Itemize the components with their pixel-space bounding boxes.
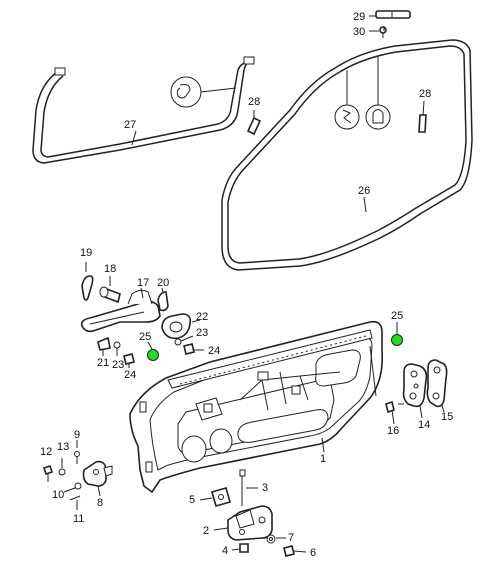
part-23-washer-left bbox=[113, 341, 121, 356]
callout-c2: 2 bbox=[203, 525, 209, 537]
callout-c28b: 28 bbox=[419, 88, 431, 100]
part-19-lock-key bbox=[81, 262, 94, 301]
callout-c16: 16 bbox=[387, 425, 399, 437]
part-18-lock-cylinder bbox=[99, 276, 121, 304]
callout-c6: 6 bbox=[310, 547, 316, 559]
callout-c8: 8 bbox=[97, 497, 103, 509]
part-25-plug-right-highlighted bbox=[391, 322, 403, 346]
part-9-pin bbox=[74, 440, 80, 464]
callout-c23b: 23 bbox=[196, 327, 208, 339]
callout-c4: 4 bbox=[222, 545, 228, 557]
part-30-screw bbox=[379, 26, 387, 38]
callout-c27: 27 bbox=[124, 119, 136, 131]
part-27-door-seal bbox=[32, 56, 255, 164]
callout-c25a: 25 bbox=[139, 331, 151, 343]
seal-cross-section-detail-27 bbox=[170, 76, 237, 108]
part-8-door-check bbox=[82, 460, 113, 497]
callout-c30: 30 bbox=[353, 26, 365, 38]
part-22-handle-gasket bbox=[161, 313, 201, 340]
part-23-washer-right bbox=[174, 335, 194, 346]
callout-c14: 14 bbox=[418, 419, 430, 431]
callout-c28a: 28 bbox=[248, 96, 260, 108]
part-4-nut bbox=[231, 543, 249, 553]
callout-c18: 18 bbox=[104, 263, 116, 275]
seal-cross-section-detail-26b bbox=[365, 56, 391, 130]
part-3-hinge-pin bbox=[239, 469, 258, 506]
part-10-washer bbox=[63, 482, 82, 493]
part-2-door-hinge bbox=[213, 505, 273, 541]
callout-c5: 5 bbox=[189, 494, 195, 506]
callout-c23a: 23 bbox=[112, 359, 124, 371]
part-17-door-handle bbox=[80, 287, 161, 333]
callout-c3: 3 bbox=[262, 482, 268, 494]
callout-c12: 12 bbox=[40, 446, 52, 458]
callout-c17: 17 bbox=[137, 277, 149, 289]
part-14-striker-plate bbox=[402, 363, 428, 419]
callout-c9: 9 bbox=[74, 429, 80, 441]
seal-cross-section-detail-26a bbox=[334, 70, 360, 130]
part-16-screw bbox=[385, 400, 404, 425]
part-5-hinge-plate bbox=[199, 487, 231, 507]
part-28-clip-right bbox=[418, 100, 427, 133]
part-24-nut-left bbox=[123, 353, 135, 368]
callout-c20: 20 bbox=[157, 277, 169, 289]
callout-c7: 7 bbox=[288, 532, 294, 544]
part-28-clip-left bbox=[246, 110, 262, 136]
part-15-gasket bbox=[426, 359, 448, 413]
part-7-washer bbox=[266, 534, 286, 544]
callout-c22: 22 bbox=[196, 311, 208, 323]
callout-c24a: 24 bbox=[124, 369, 136, 381]
callout-c26: 26 bbox=[358, 185, 370, 197]
callout-c15: 15 bbox=[441, 411, 453, 423]
part-12-bolt bbox=[42, 464, 54, 482]
part-1-door-shell bbox=[129, 320, 384, 494]
part-11-cotter-pin bbox=[69, 495, 81, 510]
part-6-bolt bbox=[283, 545, 307, 557]
callout-c21: 21 bbox=[97, 357, 109, 369]
part-13-washer bbox=[58, 458, 66, 476]
callout-c1: 1 bbox=[320, 453, 326, 465]
part-24-nut-right bbox=[183, 343, 204, 355]
callout-c25b: 25 bbox=[391, 310, 403, 322]
part-26-window-seal bbox=[221, 39, 473, 271]
callout-c13: 13 bbox=[57, 441, 69, 453]
part-25-plug-left-highlighted bbox=[147, 341, 159, 361]
callout-c11: 11 bbox=[73, 513, 84, 525]
part-21-clip bbox=[97, 336, 111, 356]
callout-c19: 19 bbox=[80, 247, 92, 259]
part-29-trim-piece bbox=[375, 10, 411, 19]
callout-c24b: 24 bbox=[208, 345, 220, 357]
callout-c29: 29 bbox=[353, 11, 365, 23]
callout-c10: 10 bbox=[52, 489, 64, 501]
part-20-handle-lever bbox=[157, 287, 169, 312]
